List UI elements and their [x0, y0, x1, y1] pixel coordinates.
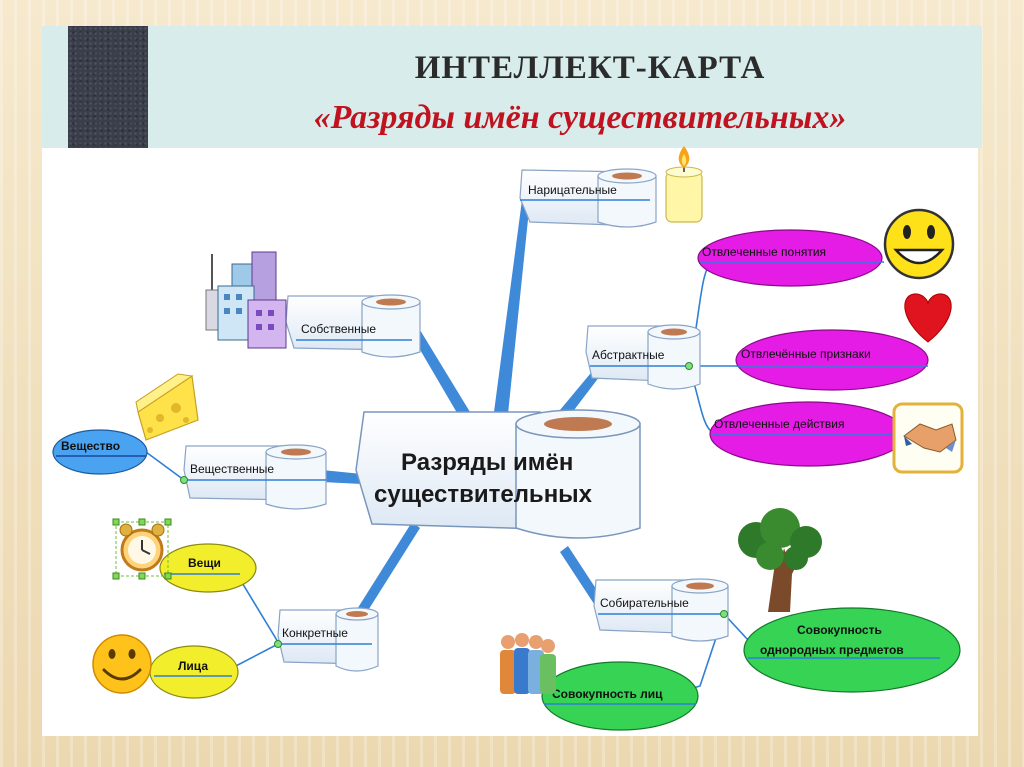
smiley-small-icon	[92, 634, 152, 694]
handshake-icon	[892, 402, 964, 474]
header-decor-block	[68, 26, 148, 148]
connector-litsa	[231, 643, 279, 669]
label-naritsatelnye: Нарицательные	[528, 183, 617, 197]
leaf-ponyatiya[interactable]: Отвлеченные понятия	[697, 229, 884, 287]
leaf-veshchestvo[interactable]: Вещество	[52, 429, 148, 475]
label-deystviya: Отвлеченные действия	[714, 417, 844, 431]
leaf-sovokupnost-predmetov[interactable]: Совокупность однородных предметов	[743, 607, 961, 693]
label-ponyatiya: Отвлеченные понятия	[702, 245, 826, 259]
label-priznaki: Отвлечённые признаки	[741, 347, 871, 361]
people-icon	[500, 633, 556, 694]
branch-sobstvennye	[412, 330, 470, 418]
page-subtitle: «Разряды имён существительных»	[313, 99, 847, 136]
connector-veshchestvo	[145, 451, 185, 481]
cheese-icon	[135, 373, 199, 441]
label-veshchi: Вещи	[188, 556, 221, 570]
leaf-deystviya[interactable]: Отвлеченные действия	[709, 401, 907, 467]
page-title: ИНТЕЛЛЕКТ-КАРТА	[414, 50, 766, 86]
leaf-litsa[interactable]: Лица	[149, 645, 239, 699]
leaf-priznaki[interactable]: Отвлечённые признаки	[735, 329, 929, 391]
center-label-line1: Разряды имён	[401, 449, 573, 476]
label-konkretnye: Конкретные	[282, 626, 348, 640]
label-abstraktnye: Абстрактные	[592, 348, 665, 362]
label-sobiratelnye: Собирательные	[600, 596, 689, 610]
branch-veshchestvennye	[322, 470, 362, 484]
central-node[interactable]: Разряды имён существительных	[355, 409, 641, 539]
slide-header	[42, 26, 982, 148]
leaf-sovokupnost-lits[interactable]: Совокупность лиц	[541, 661, 699, 731]
label-veshchestvennye: Вещественные	[190, 462, 274, 476]
smiley-icon	[883, 208, 955, 280]
node-abstraktnye[interactable]: Абстрактные	[585, 324, 701, 390]
branch-konkretnye	[354, 522, 420, 620]
branch-naritsatelnye	[494, 200, 530, 414]
main-branches	[322, 200, 606, 620]
candle-icon	[665, 146, 703, 223]
alarm-clock-icon	[112, 518, 172, 580]
node-veshchestvennye[interactable]: Вещественные	[180, 444, 327, 510]
label-sovokupnost-predmetov-2: однородных предметов	[760, 643, 904, 657]
heart-icon	[904, 293, 952, 343]
buildings-icon	[205, 251, 287, 349]
label-veshchestvo: Вещество	[61, 439, 120, 453]
node-naritsatelnye[interactable]: Нарицательные	[519, 168, 657, 228]
node-sobiratelnye[interactable]: Собирательные	[593, 578, 729, 642]
leaf-veshchi[interactable]: Вещи	[159, 543, 257, 593]
label-sovokupnost-lits: Совокупность лиц	[552, 687, 663, 701]
label-litsa: Лица	[178, 659, 208, 673]
tree-icon	[738, 508, 822, 612]
center-label-line2: существительных	[374, 481, 593, 508]
connector-veshchi	[237, 575, 279, 643]
label-sovokupnost-predmetov-1: Совокупность	[797, 623, 882, 637]
label-sobstvennye: Собственные	[301, 322, 376, 336]
node-sobstvennye[interactable]: Собственные	[285, 294, 421, 358]
node-konkretnye[interactable]: Конкретные	[274, 607, 379, 672]
